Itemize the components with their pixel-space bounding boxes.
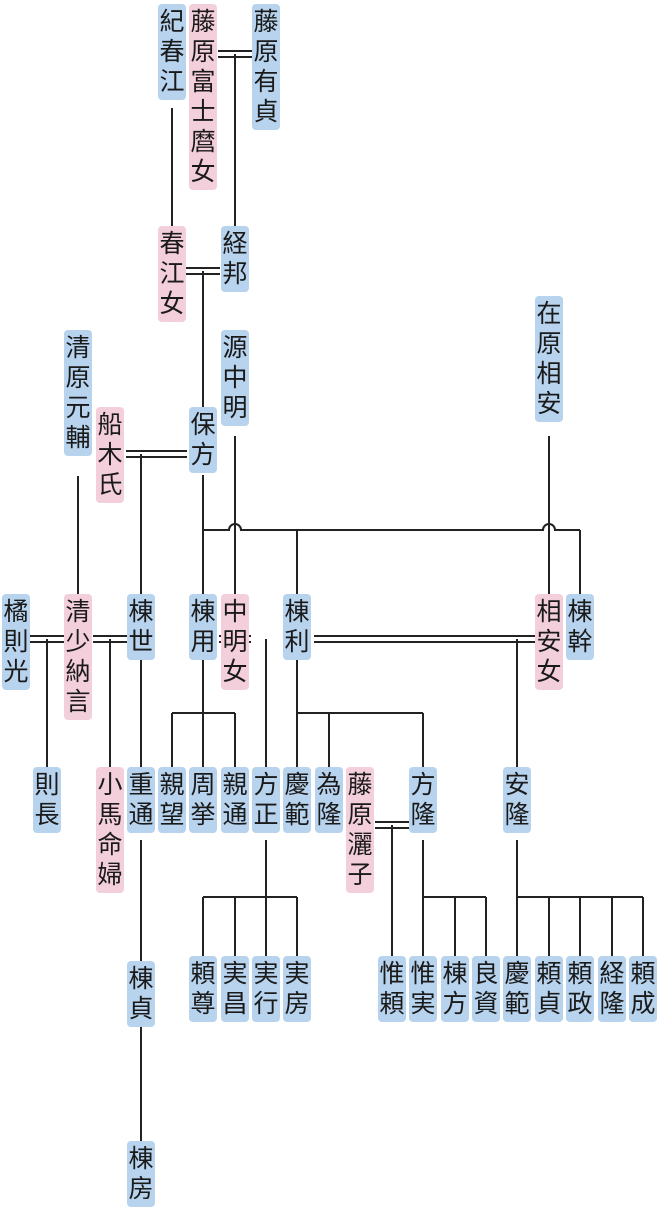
- person-minamoto-nakaakira: 源中明: [221, 330, 249, 426]
- person-yorisada: 頼貞: [535, 956, 563, 1022]
- person-harue-jo: 春江女: [158, 226, 186, 322]
- person-munemoto: 棟幹: [566, 594, 594, 660]
- descent-line: [202, 840, 298, 956]
- person-muneyo2: 棟用: [189, 594, 217, 660]
- person-funaki-shi: 船木氏: [96, 407, 124, 503]
- person-tsunekuni: 経邦: [221, 226, 249, 292]
- person-munekata: 棟方: [441, 956, 469, 1022]
- person-ki-harue: 紀春江: [158, 4, 186, 100]
- person-sanefusa: 実房: [283, 956, 311, 1022]
- person-chikamochi: 親望: [158, 767, 186, 833]
- person-yoshisuke: 良資: [472, 956, 500, 1022]
- person-yoshinori2: 慶範: [503, 956, 531, 1022]
- person-tachibana-norimitsu: 橘則光: [2, 594, 30, 690]
- person-chikataka: 周挙: [189, 767, 217, 833]
- descent-line: [171, 657, 236, 767]
- person-masatada: 方正: [252, 767, 280, 833]
- person-munesada: 棟貞: [127, 961, 155, 1027]
- person-koreyori: 惟頼: [378, 956, 406, 1022]
- person-yorimasa: 頼政: [566, 956, 594, 1022]
- person-muneyo: 棟世: [127, 594, 155, 660]
- person-fujiwara-fujimaro-jo: 藤原富士麿女: [189, 4, 217, 190]
- person-yoshinori: 慶範: [283, 767, 311, 833]
- person-ariwara-sukeyasu: 在原相安: [535, 296, 563, 422]
- person-yorishige: 頼成: [629, 956, 657, 1022]
- person-kiyohara-motosuke: 清原元輔: [64, 330, 92, 456]
- person-sukeyasu-jo: 相安女: [535, 594, 563, 690]
- person-fujiwara-arisada: 藤原有貞: [252, 4, 280, 130]
- person-tsunetaka: 経隆: [598, 956, 626, 1022]
- person-fujiwara-reishi: 藤原灑子: [346, 767, 374, 893]
- person-munefusa: 棟房: [127, 1141, 155, 1207]
- person-munetoshi: 棟利: [283, 594, 311, 660]
- marriage-line: [314, 635, 536, 643]
- person-sanemasa: 実昌: [221, 956, 249, 1022]
- person-koma-no-myobu: 小馬命婦: [96, 767, 124, 893]
- marriage-line: [126, 450, 187, 458]
- person-yoritaka: 頼尊: [189, 956, 217, 1022]
- descent-line: [422, 840, 487, 956]
- person-sei-shonagon: 清少納言: [64, 594, 92, 720]
- descent-line: [203, 523, 580, 531]
- descent-line: [296, 657, 424, 767]
- person-shigemichi: 重通: [127, 767, 155, 833]
- person-tametaka: 為隆: [315, 767, 343, 833]
- descent-line: [516, 840, 644, 956]
- person-yasutaka: 安隆: [503, 767, 531, 833]
- person-norinaga: 則長: [33, 767, 61, 833]
- person-chikamichi: 親通: [221, 767, 249, 833]
- person-yasukata: 保方: [189, 407, 217, 473]
- person-saneyuki: 実行: [252, 956, 280, 1022]
- marriage-line: [30, 635, 67, 643]
- person-nakaakira-jo: 中明女: [221, 594, 249, 690]
- person-masataka: 方隆: [409, 767, 437, 833]
- person-koresane: 惟実: [409, 956, 437, 1022]
